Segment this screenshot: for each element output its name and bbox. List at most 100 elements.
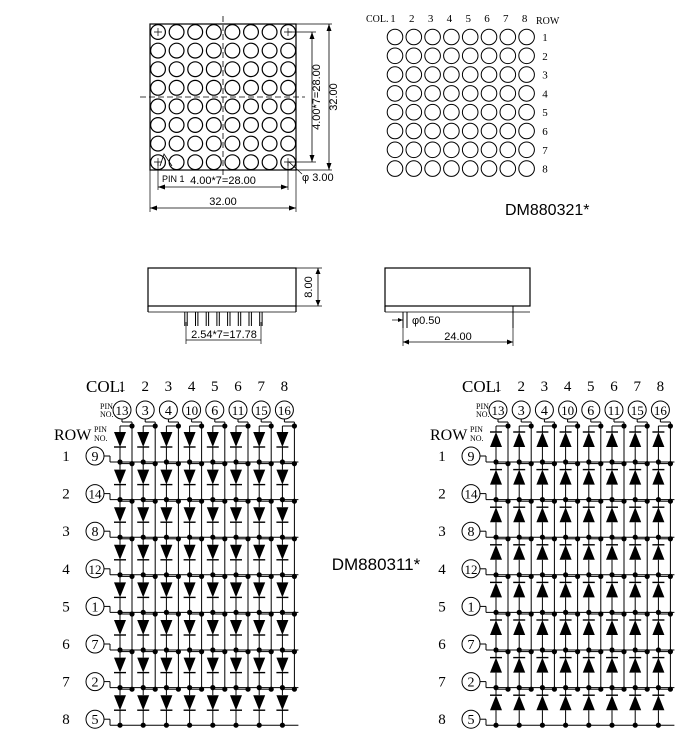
schematic-col-pin-number: 4: [165, 404, 172, 419]
schematic-led-diode: [206, 544, 219, 560]
schematic-junction: [528, 573, 534, 580]
schematic-junction: [667, 686, 674, 692]
schematic-led-diode: [160, 507, 173, 523]
front-dot: [243, 79, 260, 96]
top-grid-dot: [480, 160, 498, 177]
schematic-led-diode: [513, 695, 526, 711]
schematic-led-diode: [253, 582, 266, 598]
schematic-junction: [621, 423, 627, 429]
schematic-led-diode: [582, 469, 595, 485]
front-dot: [187, 135, 204, 152]
top-row-number: 5: [542, 107, 548, 119]
schematic-junction: [551, 498, 558, 504]
front-dot: [224, 61, 241, 78]
front-dot: [187, 42, 204, 59]
side-view-right: [384, 267, 531, 346]
front-dot: [205, 42, 222, 59]
schematic-junction: [563, 722, 569, 728]
top-col-number: 1: [390, 13, 396, 25]
top-grid-dot: [386, 122, 404, 140]
top-grid-dot: [424, 160, 441, 177]
schematic-junction: [222, 498, 228, 504]
schematic-junction: [655, 722, 662, 728]
schematic-col-number: 6: [610, 379, 618, 395]
corner-crosshair: [154, 28, 292, 166]
schematic-junction: [152, 498, 158, 504]
dim-pitch-vertical: 4.00*7=28.00: [311, 64, 323, 130]
schematic-row-pin-number: 9: [92, 450, 99, 465]
schematic-led-diode: [582, 544, 595, 560]
schematic-led-diode: [490, 469, 502, 485]
schematic-junction: [175, 461, 181, 467]
schematic-row-pin-label: PIN: [94, 425, 107, 434]
schematic-led-diode: [652, 544, 665, 560]
top-row-number: 6: [542, 126, 548, 138]
schematic-junction: [129, 498, 135, 504]
front-dot: [280, 61, 297, 78]
top-grid-dot: [443, 47, 460, 65]
front-dot: [187, 24, 204, 41]
front-dot: [187, 61, 204, 78]
top-grid-dot: [443, 28, 460, 46]
top-grid-dot: [386, 85, 404, 102]
schematic-junction: [245, 611, 251, 617]
schematic-led-diode: [276, 695, 289, 711]
schematic-junction: [175, 611, 181, 617]
schematic-junction: [644, 573, 650, 580]
top-row-number: 1: [542, 32, 548, 44]
schematic-junction: [505, 461, 511, 467]
schematic-led-diode: [582, 695, 595, 711]
schematic-led-diode: [114, 582, 126, 598]
schematic-junction: [245, 498, 251, 504]
top-grid-dot: [405, 28, 423, 46]
front-dot: [150, 42, 167, 59]
schematic-led-diode: [137, 657, 150, 673]
schematic-row-pin-number: 5: [92, 713, 99, 728]
schematic-junction: [245, 536, 251, 542]
schematic-junction: [222, 536, 228, 542]
schematic-junction: [667, 611, 674, 617]
schematic-junction: [199, 423, 205, 429]
schematic-led-diode: [629, 657, 642, 673]
top-grid-dot: [518, 28, 535, 46]
schematic-led-diode: [629, 469, 642, 485]
schematic-junction: [621, 536, 627, 542]
schematic-led-diode: [629, 507, 642, 523]
dim-pitch-horizontal: 4.00*7=28.00: [190, 175, 256, 187]
schematic-junction: [551, 461, 558, 467]
front-dot: [205, 154, 222, 171]
schematic-col-number: 6: [234, 379, 242, 395]
schematic-col-number: 5: [211, 379, 219, 395]
schematic-junction: [598, 611, 604, 617]
front-dot: [205, 135, 222, 152]
schematic-junction: [268, 649, 274, 655]
top-grid-dot: [518, 122, 535, 140]
top-grid-dot: [461, 141, 479, 159]
schematic-junction: [621, 461, 627, 467]
schematic-junction: [175, 423, 181, 429]
schematic-led-diode: [114, 507, 126, 523]
schematic-col-label: COL.: [462, 377, 500, 396]
front-dot: [150, 135, 167, 152]
front-dot: [243, 135, 260, 152]
schematic-led-diode: [513, 507, 526, 523]
schematic-led-diode: [606, 469, 618, 485]
front-dot: [168, 79, 185, 96]
top-grid-dot: [461, 122, 479, 140]
front-dot: [168, 116, 185, 133]
top-grid-dot: [461, 103, 479, 121]
top-grid-dot: [499, 160, 517, 177]
schematic-led-diode: [230, 507, 242, 523]
schematic-col-number: 5: [587, 379, 595, 395]
top-grid-dot: [386, 160, 404, 177]
schematic-junction: [245, 686, 251, 692]
schematic-junction: [291, 611, 297, 617]
schematic-junction: [644, 686, 650, 692]
schematic-junction: [199, 611, 205, 617]
top-grid-dot: [480, 28, 498, 46]
schematic-row-number: 2: [438, 487, 446, 503]
schematic-led-diode: [137, 469, 150, 485]
schematic-junction: [268, 611, 274, 617]
schematic-led-diode: [582, 657, 595, 673]
